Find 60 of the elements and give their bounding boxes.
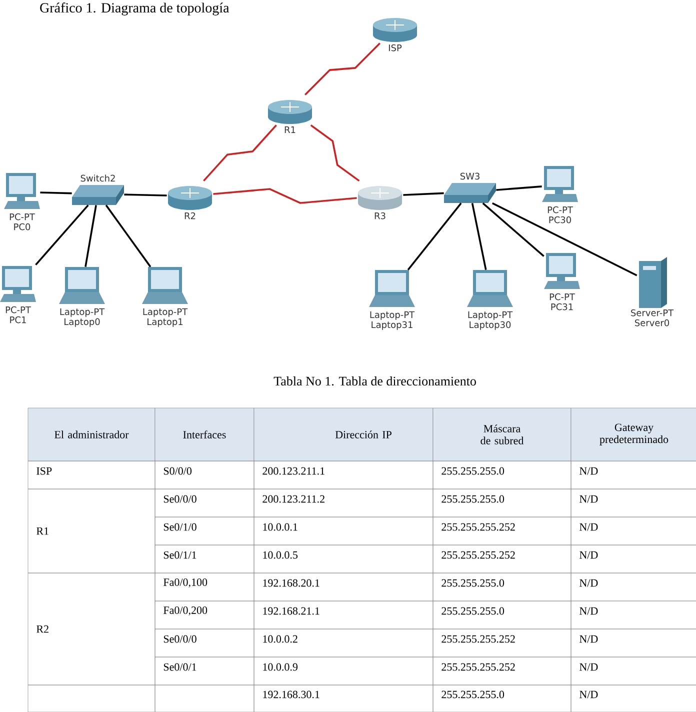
table-cell: Se0/0/1 — [154, 656, 254, 686]
table-cell: 10.0.0.9 — [254, 656, 434, 686]
network-link — [35, 204, 89, 266]
table-cell: N/D — [570, 516, 696, 546]
table-cell: 192.168.21.1 — [254, 600, 434, 630]
table-cell: 255.255.255.252 — [432, 516, 572, 546]
network-link — [492, 202, 638, 276]
network-link — [310, 124, 360, 182]
table-cell: N/D — [570, 572, 696, 602]
table-cell: N/D — [570, 684, 696, 712]
table-cell: 255.255.255.252 — [432, 628, 572, 658]
table-cell: Se0/1/1 — [154, 544, 254, 574]
table-cell: R1 — [28, 488, 156, 574]
network-link — [407, 202, 462, 270]
table-cell: 255.255.255.0 — [432, 684, 572, 712]
table-cell: 255.255.255.0 — [432, 488, 572, 518]
table-cell: R2 — [28, 572, 156, 686]
table-cell: 255.255.255.0 — [432, 460, 572, 490]
network-link — [40, 192, 72, 194]
table-cell: N/D — [570, 628, 696, 658]
header-cell: Gateway predeterminado — [570, 408, 696, 462]
header-cell: Máscara de subred — [432, 408, 572, 462]
table-cell: Se0/1/0 — [154, 516, 254, 546]
table-cell: N/D — [570, 488, 696, 518]
network-link — [403, 192, 444, 196]
network-link — [482, 202, 544, 257]
table-cell: ISP — [28, 460, 156, 490]
network-link — [213, 188, 357, 204]
network-link — [105, 204, 152, 268]
header-cell: El administrador — [28, 408, 156, 462]
table-cell: 255.255.255.0 — [432, 600, 572, 630]
table-cell: Fa0/0,100 — [154, 572, 254, 602]
table-cell: 10.0.0.5 — [254, 544, 434, 574]
table-cell: 10.0.0.1 — [254, 516, 434, 546]
table-cell: Se0/0/0 — [154, 628, 254, 658]
table-cell: N/D — [570, 544, 696, 574]
table-cell: 200.123.211.1 — [254, 460, 434, 490]
table-cell: 192.168.20.1 — [254, 572, 434, 602]
diagram-title: Gráfico 1. Diagrama de topología — [40, 2, 230, 16]
network-link — [203, 124, 277, 182]
network-link — [496, 186, 542, 191]
header-cell: Dirección IP — [254, 408, 434, 462]
network-link — [304, 42, 380, 96]
table-cell: 255.255.255.0 — [432, 572, 572, 602]
table-cell: 10.0.0.2 — [254, 628, 434, 658]
table-cell: N/D — [570, 656, 696, 686]
table-cell: 200.123.211.2 — [254, 488, 434, 518]
network-link — [84, 205, 97, 267]
table-cell: S0/0/0 — [154, 460, 254, 490]
table-cell: Se0/0/0 — [154, 488, 254, 518]
table-title: Tabla No 1. Tabla de direccionamiento — [274, 376, 476, 386]
header-cell: Interfaces — [154, 408, 254, 462]
network-link — [471, 203, 487, 270]
table-cell: 255.255.255.252 — [432, 544, 572, 574]
table-cell: N/D — [570, 460, 696, 490]
network-link — [124, 194, 167, 196]
table-cell: 192.168.30.1 — [254, 684, 434, 712]
table-cell: Fa0/0,200 — [154, 600, 254, 630]
table-cell: 255.255.255.252 — [432, 656, 572, 686]
table-cell: N/D — [570, 600, 696, 630]
